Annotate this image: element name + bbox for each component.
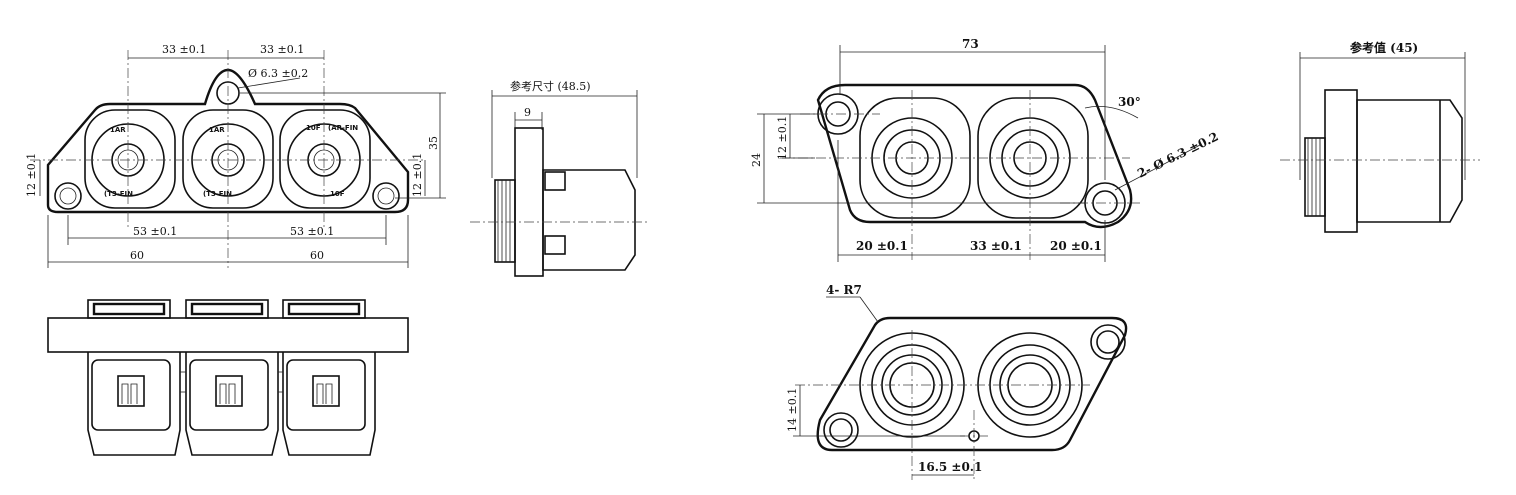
rear-hole-right	[1090, 324, 1126, 360]
corner-radius-label: 4- R7	[826, 283, 862, 297]
dim-mid-left: 53 ±0.1	[133, 225, 177, 238]
view-side-left: 参考尺寸 (48.5) 9	[470, 79, 650, 277]
dim-bottom-right: 20 ±0.1	[1050, 239, 1102, 253]
port3-label-top: 10F	[306, 124, 321, 132]
port3-label-bottom: 10F	[330, 190, 345, 198]
port1-label-bottom: (T3-FIN	[104, 190, 133, 198]
dim-mid-right: 53 ±0.1	[290, 225, 334, 238]
dim-bottom-left: 20 ±0.1	[856, 239, 908, 253]
rear-hole-left	[823, 412, 859, 448]
dim-small-9: 9	[524, 106, 531, 119]
dim-height: 35	[427, 136, 440, 150]
dim-width: 73	[962, 37, 979, 51]
dim-hole: Ø 6.3 ±0.2	[248, 67, 308, 80]
dim-angle: 30°	[1118, 95, 1141, 109]
dim-right-vertical: 12 ±0.1	[411, 153, 424, 197]
ref-value-label: 参考值 (45)	[1350, 40, 1418, 55]
dim-bottom-left: 60	[130, 249, 144, 262]
dim-hole: 2- Ø 6.3 ±0.2	[1135, 129, 1220, 180]
dim-bottom: 16.5 ±0.1	[918, 460, 982, 474]
view-two-port-front: 73 30° 2- Ø 6.3 ±0.2 24 12 ±0.1 20 ±0.1 …	[750, 37, 1221, 262]
dim-height: 24	[750, 153, 763, 167]
view-side-right: 参考值 (45)	[1280, 40, 1480, 233]
dim-bottom-right: 60	[310, 249, 324, 262]
port2-label-top: 1AR	[209, 126, 225, 134]
dim-inner-vertical: 12 ±0.1	[776, 116, 789, 160]
dim-top-right: 33 ±0.1	[260, 43, 304, 56]
mount-hole-left	[54, 182, 82, 210]
dim-bottom-mid: 33 ±0.1	[970, 239, 1022, 253]
ref-dimension-label: 参考尺寸 (48.5)	[510, 79, 591, 93]
dim-left-vertical: 14 ±0.1	[786, 388, 799, 432]
view-two-port-rear: 4- R7 14 ±0.1 16.5 ±0.1	[786, 283, 1128, 480]
dim-top-left: 33 ±0.1	[162, 43, 206, 56]
port2-label-bottom: (T3-FIN	[203, 190, 232, 198]
view-three-port-front: 33 ±0.1 33 ±0.1 Ø 6.3 ±0.2 35 12 ±0.1 12…	[25, 43, 446, 268]
mount-hole-right	[372, 182, 400, 210]
port3-label-right: (AR-FIN	[328, 124, 358, 132]
view-three-port-bottom	[47, 299, 409, 456]
dim-left-vertical: 12 ±0.1	[25, 153, 38, 197]
port1-label-top: 1AR	[110, 126, 126, 134]
